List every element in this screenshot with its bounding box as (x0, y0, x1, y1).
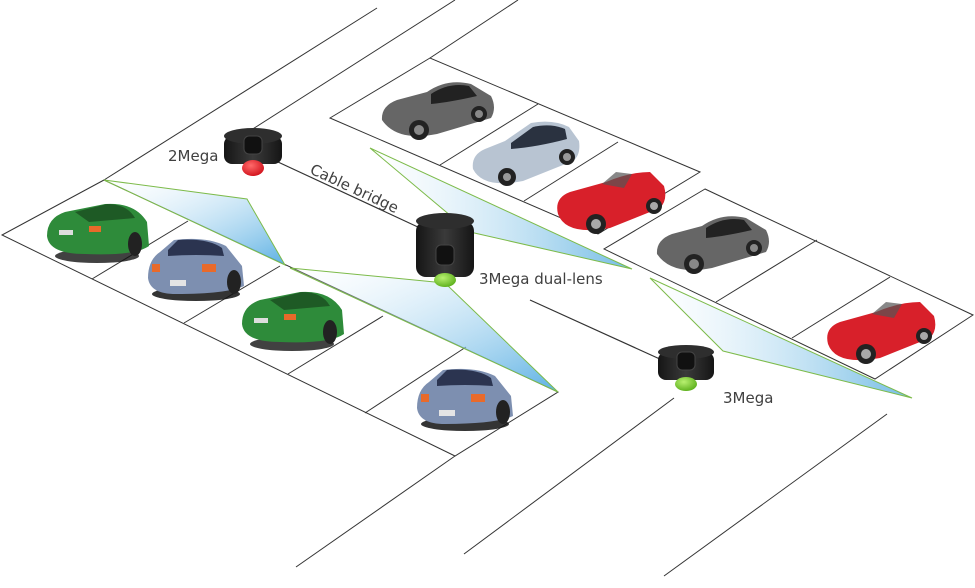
car-green-sedan (242, 291, 344, 351)
coverage-cones (103, 147, 913, 399)
coverage-cone (649, 277, 913, 399)
cable-line (529, 299, 663, 361)
car-red-convertible (557, 172, 666, 234)
parking-row-outline (602, 188, 975, 380)
status-indicator-red (242, 160, 264, 176)
parking-divider (287, 315, 384, 375)
parking-row-outline (328, 57, 702, 235)
car-darkgray-coupe (381, 82, 494, 140)
status-indicator-green (434, 273, 456, 287)
label-3mega: 3Mega (723, 389, 773, 407)
parking-divider (523, 141, 619, 202)
coverage-cone (369, 147, 633, 270)
car-bluegray-sedan (417, 368, 513, 431)
label-cable-bridge: Cable bridge (307, 160, 401, 217)
lane-line (295, 455, 456, 568)
lane-lines (103, 0, 888, 577)
parking-row-right-upper (328, 57, 702, 235)
lane-line (663, 413, 888, 577)
parking-divider (439, 103, 539, 166)
camera-lens-icon (676, 351, 696, 371)
camera-3mega-dual-lens[interactable] (416, 213, 474, 287)
car-red-convertible (827, 302, 936, 364)
label-3mega-dual-lens: 3Mega dual-lens (479, 270, 603, 288)
car-bluegray-sedan (148, 238, 244, 301)
camera-lens-icon (243, 135, 263, 155)
parking-divider (715, 239, 818, 303)
parking-divider (791, 276, 891, 339)
car-silver-sedan (472, 121, 580, 186)
car-darkgray-coupe (656, 216, 769, 274)
coverage-cone (289, 267, 559, 393)
parking-divider (364, 346, 467, 414)
cars (47, 82, 936, 431)
lane-line (103, 7, 378, 181)
camera-2mega[interactable] (224, 128, 282, 176)
coverage-cone (103, 179, 287, 267)
lane-line (463, 397, 675, 555)
car-green-sedan (47, 203, 149, 263)
lane-line (247, 0, 456, 133)
lane-line (429, 0, 519, 59)
label-2mega: 2Mega (168, 147, 218, 165)
cable-bridge (277, 161, 663, 361)
status-indicator-green (675, 377, 697, 391)
cable-line (277, 161, 421, 229)
parking-row-right-lower (602, 188, 975, 380)
camera-lens-icon (435, 244, 455, 266)
camera-3mega[interactable] (658, 345, 714, 391)
